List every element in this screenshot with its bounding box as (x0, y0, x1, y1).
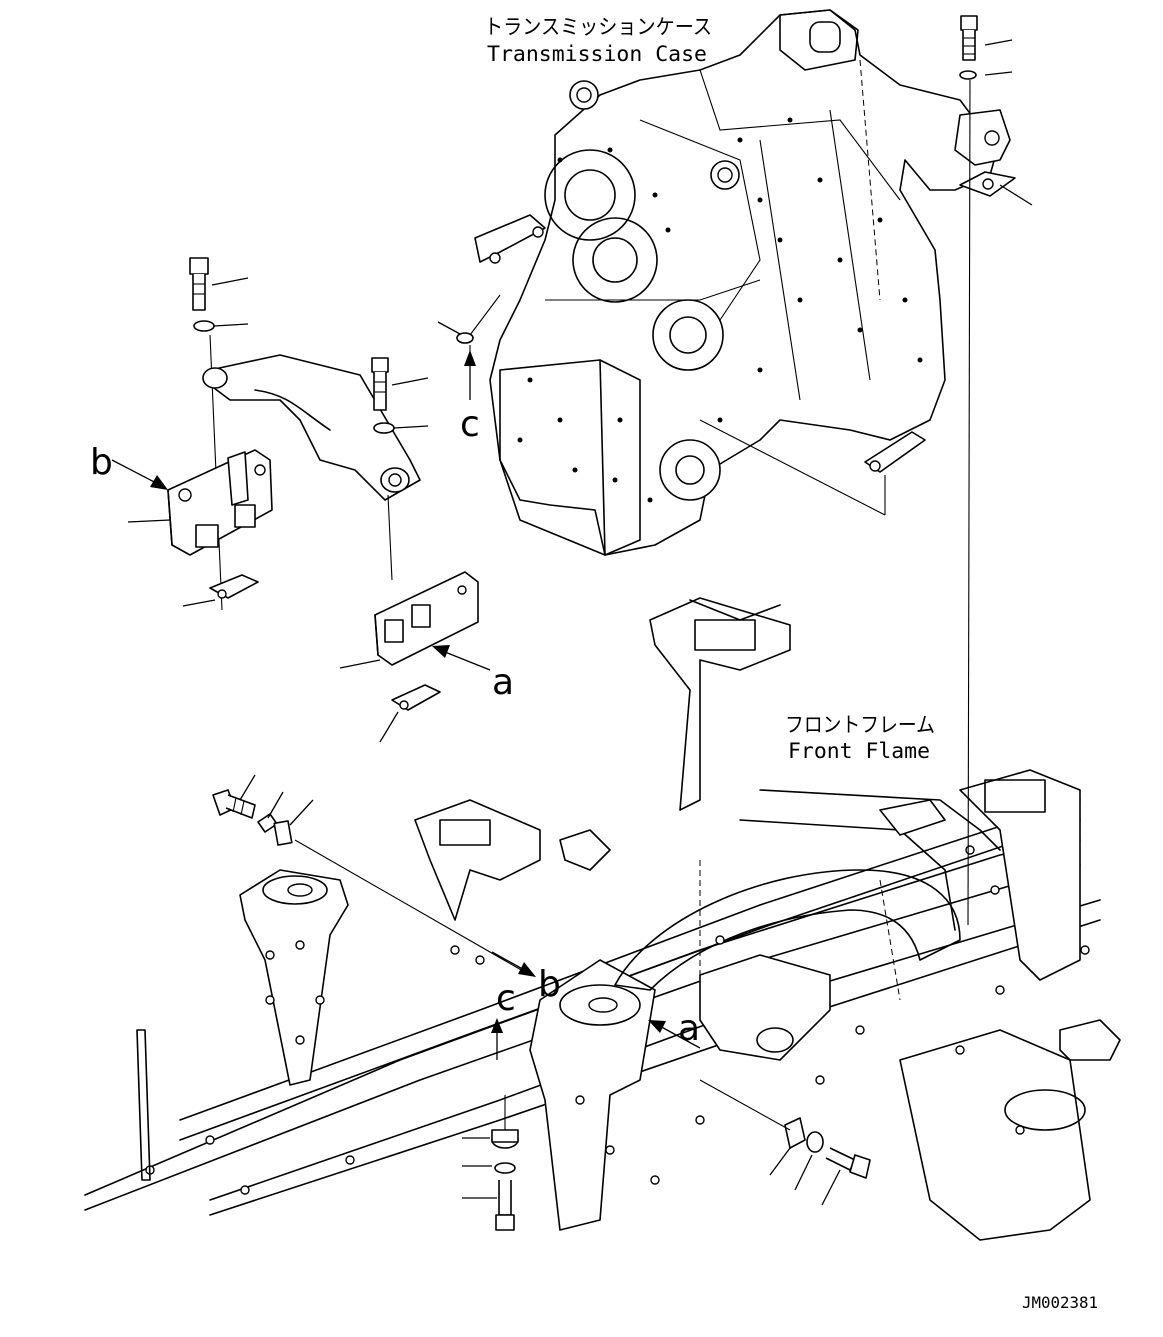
arrow-c-upper (464, 350, 476, 400)
case-bolt-dots (517, 117, 923, 503)
callout-a-lower: a (678, 1008, 700, 1049)
callout-a-upper: a (492, 662, 514, 703)
arrow-b-upper (111, 459, 168, 490)
washer-c-upper (437, 321, 474, 360)
transmission-case (489, 9, 1011, 556)
lower-middle-plate (339, 659, 441, 743)
callout-b-upper: b (90, 442, 113, 483)
transmission-label-jp: トランスミッションケース (484, 15, 712, 39)
upper-small-bracket (474, 214, 546, 264)
vertical-guide-right (967, 79, 971, 926)
frame-label-jp: フロントフレーム (785, 713, 935, 737)
left-bolt-assembly (189, 257, 249, 611)
middle-bolt-assembly (371, 357, 429, 581)
front-frame (84, 597, 1121, 1241)
callout-c-lower: c (496, 978, 516, 1019)
guide-diagonal (699, 419, 886, 516)
left-small-plate (127, 519, 259, 607)
lower-right-bracket (864, 431, 926, 473)
top-right-bolt (959, 15, 1033, 206)
arrow-a-upper (432, 645, 491, 671)
right-mount-plate (959, 171, 1016, 197)
frame-label-en: Front Flame (788, 739, 930, 763)
arrow-b-lower (491, 951, 536, 977)
callout-c-upper: c (460, 404, 480, 445)
bottom-stack (462, 1095, 519, 1231)
callout-b-lower: b (538, 964, 561, 1005)
transmission-label-en: Transmission Case (487, 42, 707, 66)
arrow-c-lower (491, 1018, 503, 1060)
left-loose-bolt (212, 774, 531, 976)
guide-washer (469, 294, 501, 336)
drawing-id: JM002381 (1022, 1293, 1098, 1312)
left-arm-link (202, 354, 421, 501)
bracket-b (167, 449, 273, 556)
frame-holes (145, 845, 1090, 1195)
bottom-right-bolt (699, 1079, 871, 1206)
arrow-a-lower (648, 1020, 701, 1049)
bracket-a-plate (374, 571, 479, 666)
